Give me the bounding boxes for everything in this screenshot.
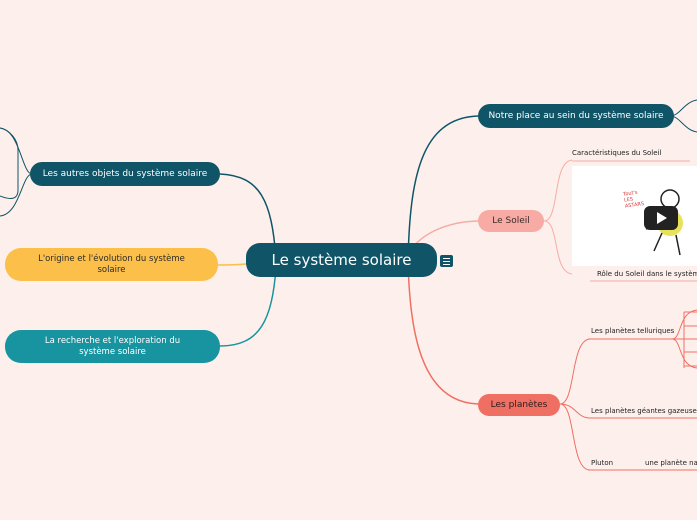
- topic-autres-objets[interactable]: Les autres objets du système solaire: [30, 162, 220, 186]
- topic-soleil-label: Le Soleil: [492, 216, 530, 226]
- topic-origine[interactable]: L'origine et l'évolution du système sola…: [5, 248, 218, 281]
- topic-planetes-label: Les planètes: [490, 400, 548, 410]
- topic-notre-place-label: Notre place au sein du système solaire: [488, 111, 664, 121]
- central-topic-label: Le système solaire: [271, 251, 412, 269]
- subtopic-geantes[interactable]: Les planètes géantes gazeuses: [591, 407, 697, 415]
- topic-recherche-label: La recherche et l'exploration du système…: [44, 335, 181, 357]
- topic-autres-objets-label: Les autres objets du système solaire: [42, 169, 208, 179]
- topic-recherche[interactable]: La recherche et l'exploration du système…: [5, 330, 220, 363]
- play-icon[interactable]: [644, 206, 678, 230]
- topic-planetes[interactable]: Les planètes: [478, 394, 560, 416]
- subtopic-caracteristiques[interactable]: Caractéristiques du Soleil: [572, 149, 662, 157]
- topic-soleil[interactable]: Le Soleil: [478, 210, 544, 232]
- subtopic-role[interactable]: Rôle du Soleil dans le système: [597, 270, 697, 278]
- topic-notre-place[interactable]: Notre place au sein du système solaire: [478, 104, 674, 128]
- central-topic[interactable]: Le système solaire: [246, 243, 437, 277]
- subtopic-pluton[interactable]: Pluton: [591, 459, 614, 467]
- topic-origine-label: L'origine et l'évolution du système sola…: [38, 253, 185, 275]
- subtopic-planete-naine[interactable]: une planète nai: [645, 459, 697, 467]
- notes-icon[interactable]: [440, 255, 453, 267]
- subtopic-telluriques[interactable]: Les planètes telluriques: [591, 327, 675, 335]
